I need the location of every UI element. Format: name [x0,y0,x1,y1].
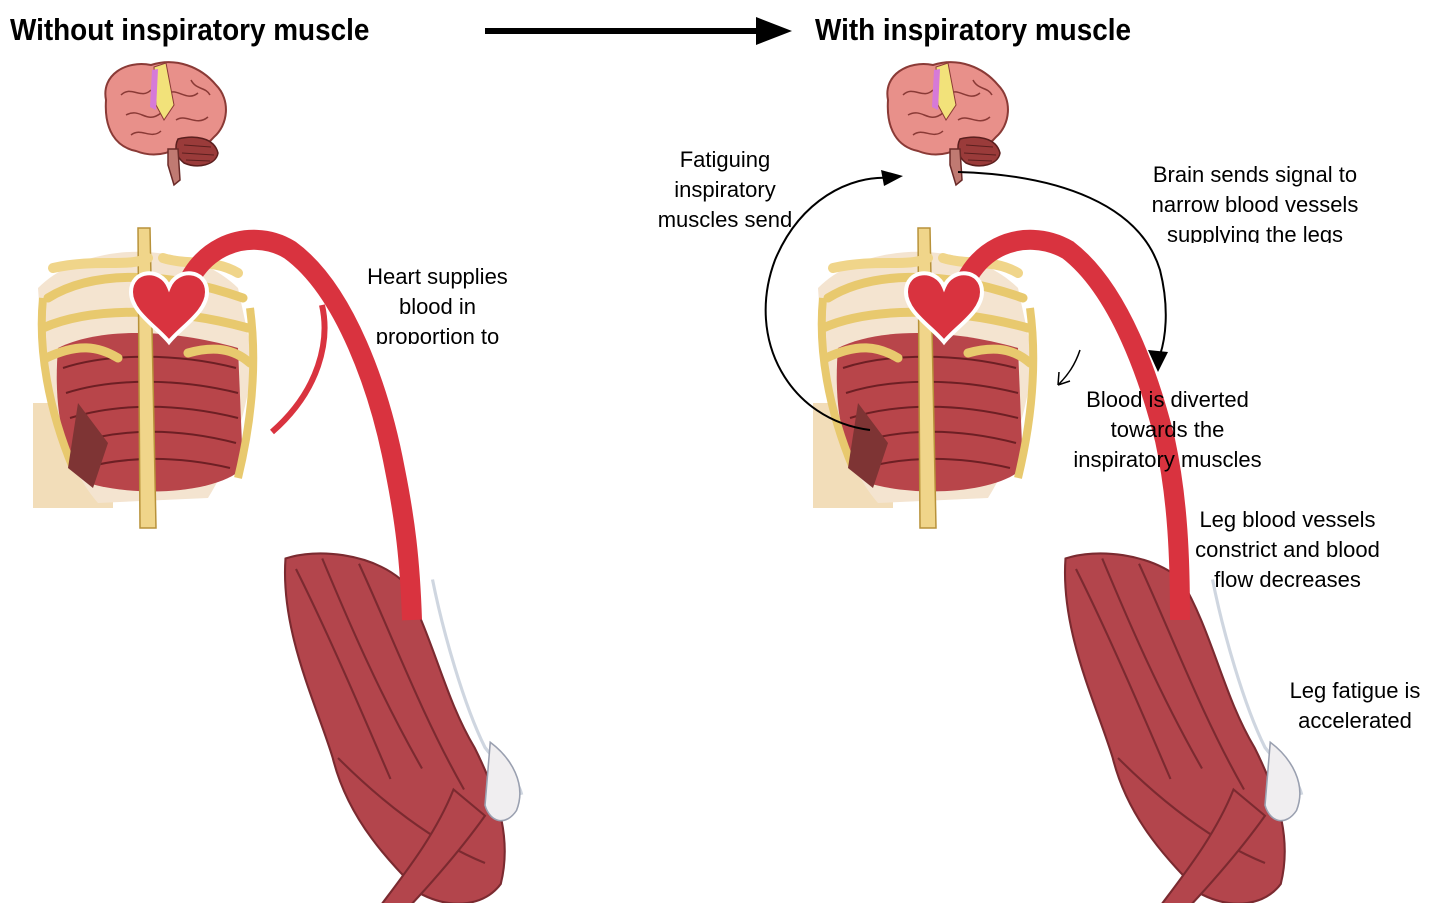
label-line: constrict and blood [1175,535,1400,565]
label-line: inspiratory muscles [1050,445,1285,475]
label-blood-diverted: Blood is diverted towards the inspirator… [1050,385,1285,480]
label-line: inspiratory [625,175,825,205]
label-line: narrow blood vessels [1130,190,1380,220]
label-line: accelerated [1275,706,1432,730]
label-line: Leg blood vessels [1175,505,1400,535]
label-heart-supplies: Heart supplies blood in proportion to [350,262,525,344]
label-line: towards the [1050,415,1285,445]
label-line: proportion to [350,322,525,344]
label-leg-fatigue: Leg fatigue is accelerated [1275,676,1432,730]
label-brain-sends: Brain sends signal to narrow blood vesse… [1130,160,1380,243]
brain-icon-left [105,62,226,185]
label-fatiguing: Fatiguing inspiratory muscles send [625,145,825,227]
brain-icon-right [887,62,1008,185]
label-line: Heart supplies [350,262,525,292]
label-line: Fatiguing [625,145,825,175]
label-line: Blood is diverted [1050,385,1285,415]
label-line: muscles send [625,205,825,227]
label-line: Brain sends signal to [1130,160,1380,190]
label-line: Leg fatigue is [1275,676,1432,706]
transition-arrow [485,17,792,45]
label-leg-vessels: Leg blood vessels constrict and blood fl… [1175,505,1400,587]
label-line: supplying the legs [1130,220,1380,243]
label-line: blood in [350,292,525,322]
diversion-arrow [1058,350,1080,385]
blood-vessel-branch-left [272,305,324,432]
label-line: flow decreases [1175,565,1400,587]
